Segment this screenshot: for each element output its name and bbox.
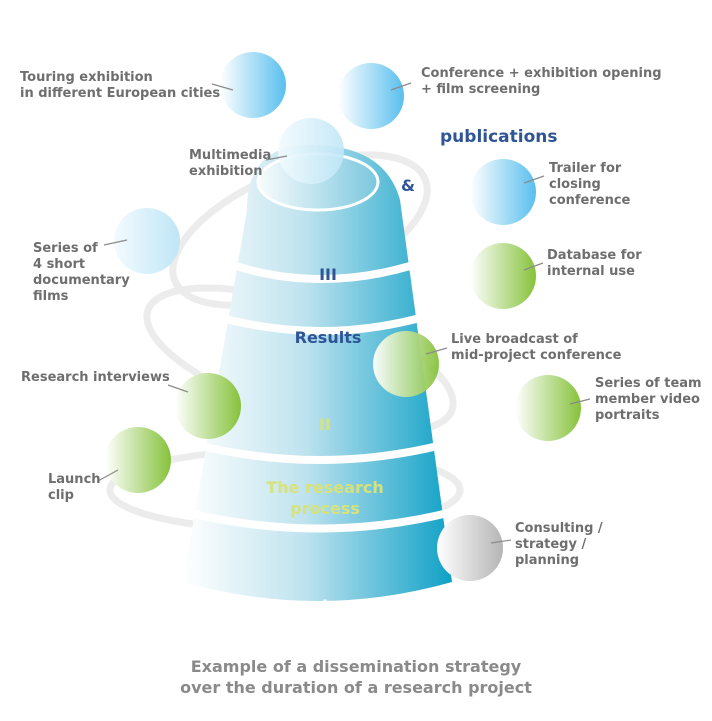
bubble-database: [470, 243, 536, 309]
stage-results: III Results: [268, 222, 388, 390]
stage-results-number: III: [319, 265, 337, 284]
bubble-live: [373, 331, 439, 397]
bubble-trailer: [470, 159, 536, 225]
stage-application-number: I: [322, 596, 328, 615]
label-conference: Conference + exhibition opening + film s…: [421, 66, 662, 97]
stage-research-title: The research process: [266, 478, 384, 518]
label-trailer: Trailer for closing conference: [549, 161, 631, 208]
label-launch: Launch clip: [48, 472, 101, 503]
bubble-touring: [220, 52, 286, 118]
bubbles: [105, 52, 581, 581]
label-multimedia: Multimedia exhibition: [189, 148, 272, 179]
stage-results-title: Results: [294, 328, 362, 347]
bubble-multimedia: [278, 118, 344, 184]
label-database: Database for internal use: [547, 248, 642, 279]
ampersand-label: &: [401, 176, 415, 195]
label-portraits: Series of team member video portraits: [595, 376, 702, 423]
label-interviews: Research interviews: [21, 370, 170, 385]
label-films: Series of 4 short documentary films: [33, 241, 130, 304]
bubble-interviews: [175, 373, 241, 439]
bubble-consulting: [437, 515, 503, 581]
label-touring: Touring exhibition in different European…: [20, 70, 221, 101]
leader-lines: [97, 82, 591, 544]
publications-label: publications: [440, 127, 558, 147]
dissemination-diagram: III Results II The research process I Ap…: [20, 52, 702, 697]
bubble-portraits: [515, 375, 581, 441]
stage-application: I Application: [255, 553, 395, 721]
stage-research: II The research process: [240, 372, 410, 561]
stage-application-title: Application: [273, 659, 377, 678]
stage-research-number: II: [319, 415, 331, 434]
bubble-films: [114, 208, 180, 274]
label-live: Live broadcast of mid-project conference: [451, 332, 622, 363]
label-consulting: Consulting / strategy / planning: [515, 521, 603, 568]
bubble-launch: [105, 427, 171, 493]
diagram-caption: Example of a dissemination strategy over…: [180, 657, 532, 697]
bubble-conference: [338, 63, 404, 129]
diagram-graphics: [97, 52, 591, 601]
